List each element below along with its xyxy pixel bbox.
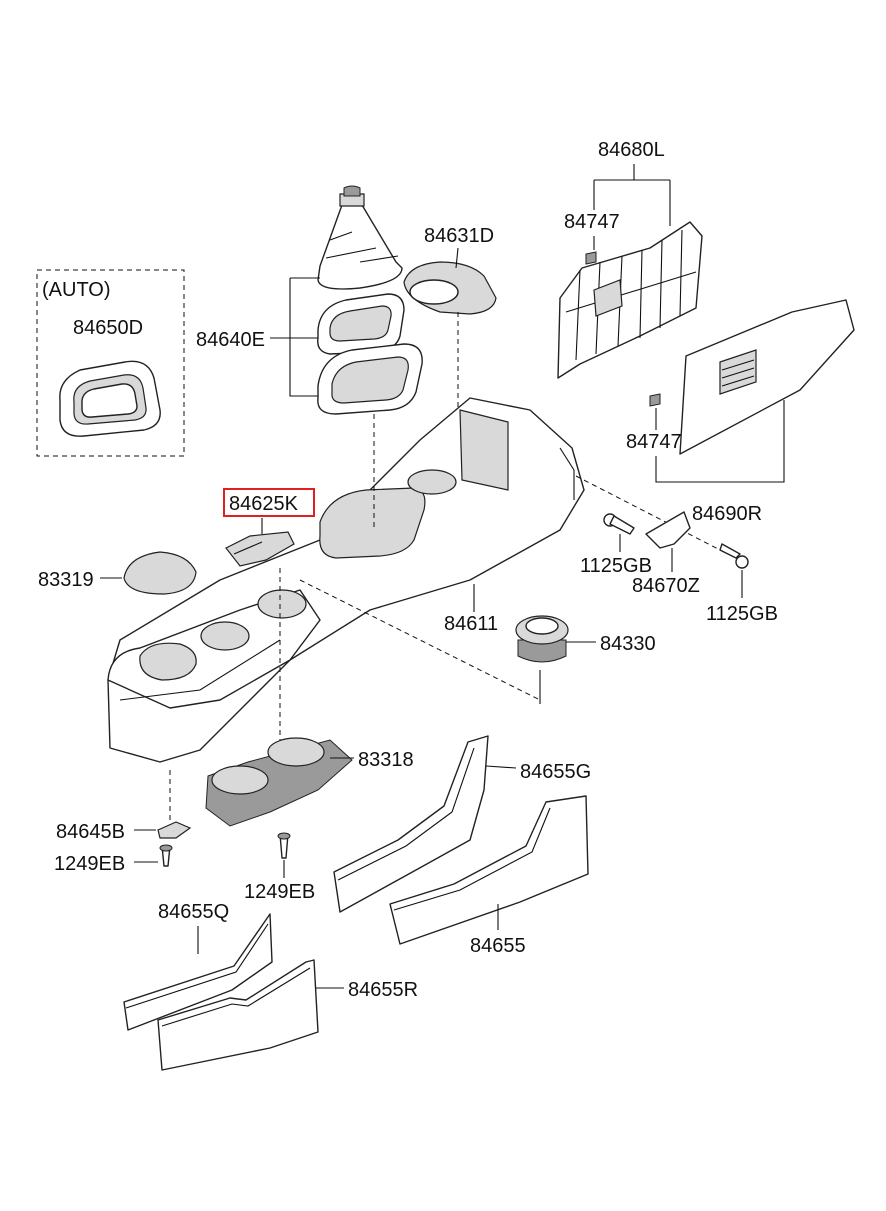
part-84640E-lower-bezel[interactable] [317, 343, 423, 415]
part-84631D-cup-plate[interactable] [403, 261, 497, 315]
auto-option-box [36, 269, 185, 457]
leader-84330 [539, 641, 596, 704]
leader-84631D [455, 247, 459, 269]
label-84655[interactable]: 84655 [470, 935, 526, 957]
leader-84680L [593, 164, 671, 226]
label-83318[interactable]: 83318 [358, 749, 414, 771]
part-84611-main-console[interactable] [107, 397, 585, 763]
highlight-box-84625K [223, 488, 315, 517]
dash-rear-bracket [575, 475, 725, 553]
part-84650D-auto-shift-bezel[interactable] [59, 360, 161, 437]
label-1249EB-b[interactable]: 1249EB [244, 881, 315, 903]
label-84645B[interactable]: 84645B [56, 821, 125, 843]
part-1125GB-bolt-a[interactable] [603, 513, 635, 535]
auto-box-label: (AUTO) [42, 279, 111, 301]
label-84655Q[interactable]: 84655Q [158, 901, 229, 923]
label-84670Z[interactable]: 84670Z [632, 575, 700, 597]
label-1125GB-b[interactable]: 1125GB [706, 603, 778, 625]
part-1249EB-screw-b[interactable] [277, 832, 291, 859]
part-84330-ashtray[interactable] [515, 615, 569, 663]
part-84680L-left-side-cover[interactable] [557, 221, 703, 379]
label-84625K[interactable]: 84625K [229, 493, 299, 515]
label-84611[interactable]: 84611 [444, 613, 498, 635]
label-84655R[interactable]: 84655R [348, 979, 418, 1001]
part-84655-side-panel[interactable] [389, 795, 589, 945]
part-1125GB-bolt-b[interactable] [719, 543, 749, 569]
leader-84690R [655, 400, 785, 483]
part-84747-lower-clip[interactable] [649, 393, 661, 407]
part-84655R-trim[interactable] [157, 959, 319, 1071]
label-84655G[interactable]: 84655G [520, 761, 591, 783]
label-83319[interactable]: 83319 [38, 569, 94, 591]
leader-84640E [270, 277, 320, 397]
label-84690R[interactable]: 84690R [692, 503, 762, 525]
label-84631D[interactable]: 84631D [424, 225, 494, 247]
label-84747-lower[interactable]: 84747 [626, 431, 682, 453]
label-84650D[interactable]: 84650D [73, 317, 143, 339]
part-84640E-upper-bezel[interactable] [317, 293, 405, 355]
part-84645B-plug[interactable] [157, 821, 192, 839]
part-83318-cup-holder[interactable] [205, 737, 353, 827]
label-84330[interactable]: 84330 [600, 633, 656, 655]
part-84655G-side-panel[interactable] [333, 735, 489, 913]
label-84747-upper[interactable]: 84747 [564, 211, 620, 233]
label-1249EB-a[interactable]: 1249EB [54, 853, 125, 875]
part-84670Z-bracket[interactable] [645, 511, 691, 549]
label-1125GB-a[interactable]: 1125GB [580, 555, 652, 577]
leader-84655G [485, 765, 517, 769]
part-84655Q-trim[interactable] [123, 913, 273, 1031]
label-84640E[interactable]: 84640E [196, 329, 265, 351]
dash-console-84330 [299, 579, 541, 701]
label-84680L[interactable]: 84680L [598, 139, 665, 161]
part-83319-pad[interactable] [123, 551, 197, 595]
part-84640E-shift-boot[interactable] [317, 185, 403, 290]
part-84625K-cover[interactable] [225, 531, 295, 567]
part-1249EB-screw-a[interactable] [159, 844, 173, 867]
part-84690R-right-side-cover[interactable] [679, 299, 855, 455]
